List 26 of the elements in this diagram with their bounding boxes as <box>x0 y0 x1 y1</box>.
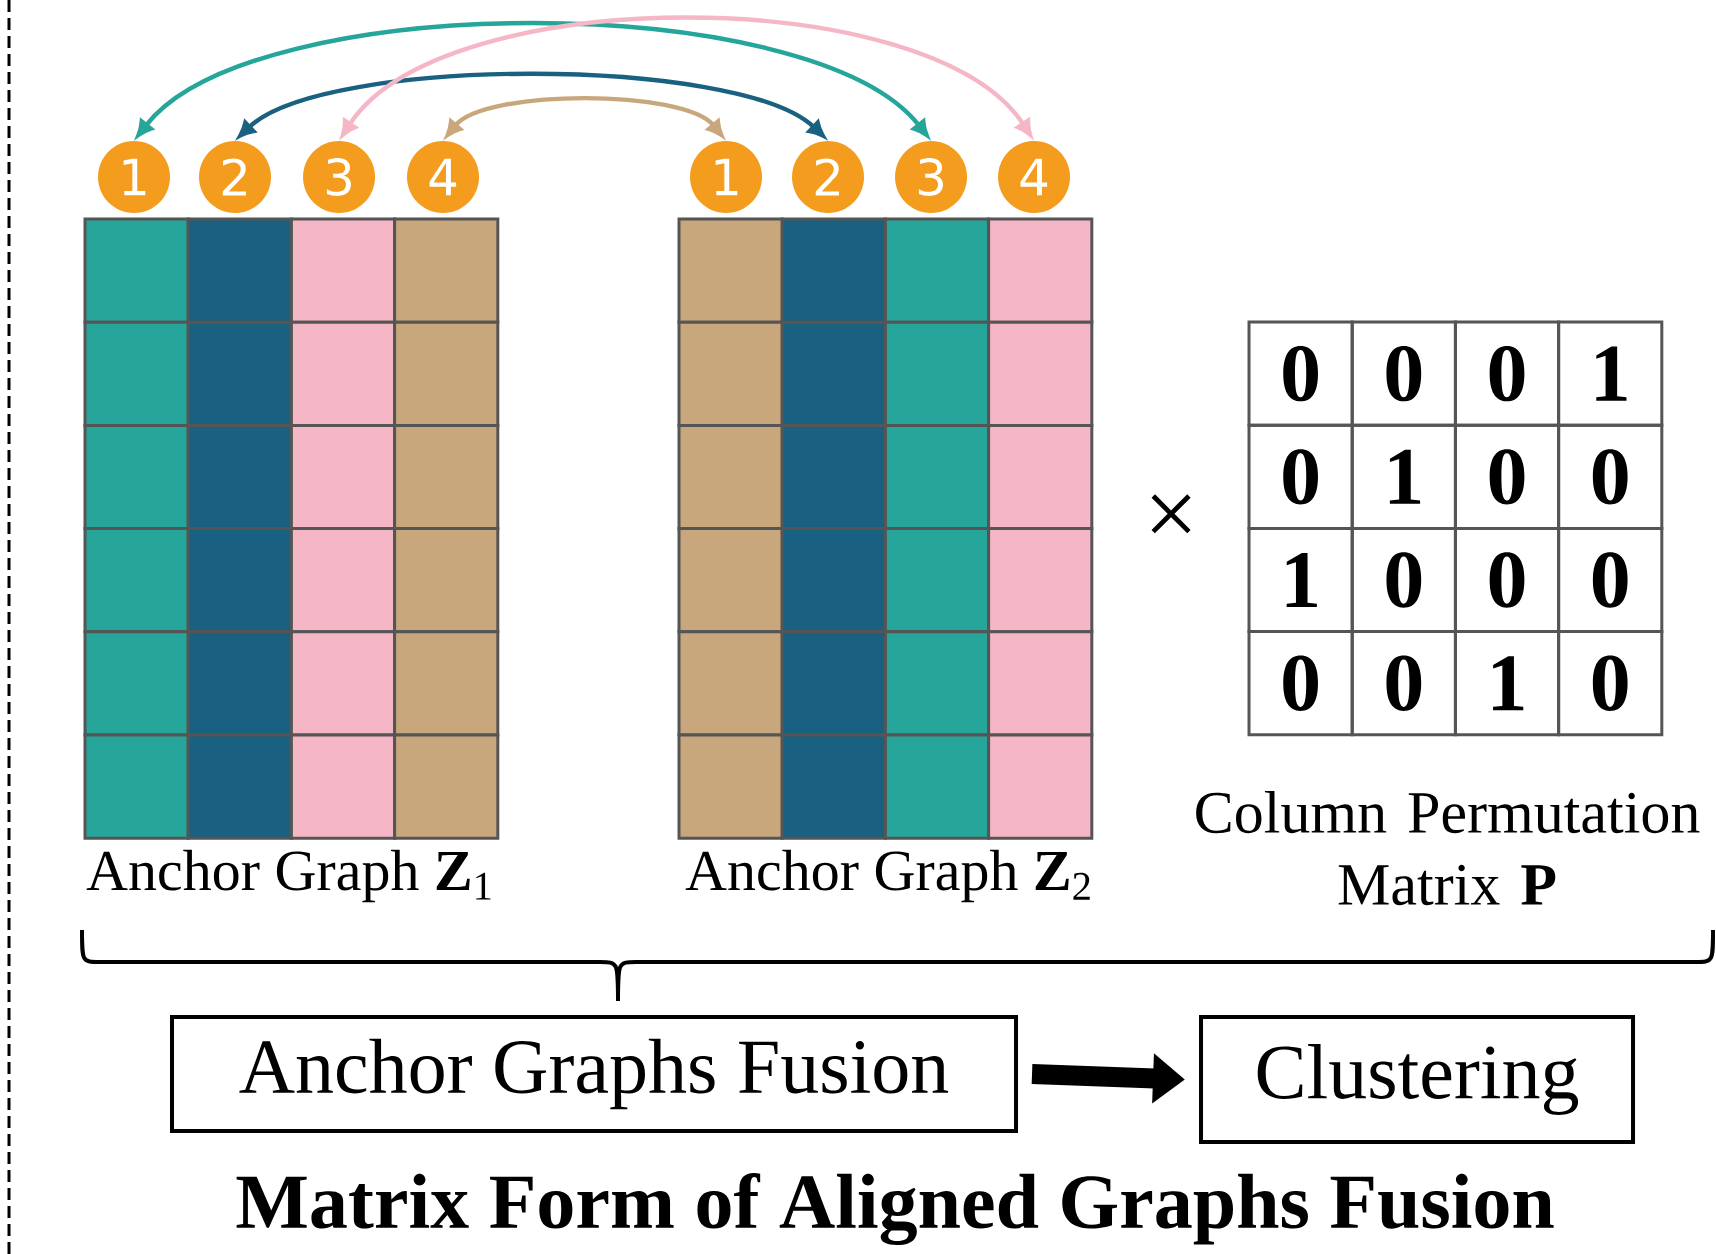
matrix-entry: 0 <box>1386 552 1422 608</box>
title: Matrix Form of Aligned Graphs Fusion <box>236 1172 1554 1246</box>
node-label: Anchor Graph Z$_{1}$ <box>86 849 491 903</box>
anchor-graph-matrix: Anchor Graph Z$_{2}$ <box>677 217 1094 903</box>
node-label: Column Permutation Matrix P <box>1196 790 1700 906</box>
matrix-entry: 0 <box>1283 345 1318 402</box>
matrix-entry: 0 <box>1592 552 1628 608</box>
process-box: Clustering <box>1199 1015 1635 1144</box>
matrix-entry: 0 <box>1592 449 1628 505</box>
node-label: Anchor Graph Z$_{2}$ <box>685 849 1090 903</box>
matrix-entry: 0 <box>1592 655 1628 711</box>
matrix-entry: 0 <box>1489 552 1525 608</box>
matrix-entry: 0 <box>1283 655 1318 711</box>
matrix-entry: 0 <box>1489 449 1525 505</box>
matrix-entry: 0 <box>1489 345 1525 402</box>
matrix-entry: 0 <box>1283 449 1318 505</box>
matrix-entry: 1 <box>1596 346 1627 401</box>
matrix-entry: 0 <box>1386 655 1422 711</box>
matrix-entry: 1 <box>1286 552 1317 608</box>
matrix-entry: 1 <box>1389 449 1421 504</box>
permutation-matrix: 0 0 0 1 0 1 0 0 1 0 0 0 0 0 1 0 Column Permutation Matrix P <box>1196 320 1700 906</box>
anchor-graph-matrix: Anchor Graph Z$_{1}$ <box>83 217 500 903</box>
matrix-entry: 1 <box>1493 656 1524 711</box>
multiplication-sign: × <box>1151 494 1191 534</box>
process-box: Anchor Graphs Fusion <box>170 1015 1018 1133</box>
matrix-entry: 0 <box>1386 345 1422 402</box>
